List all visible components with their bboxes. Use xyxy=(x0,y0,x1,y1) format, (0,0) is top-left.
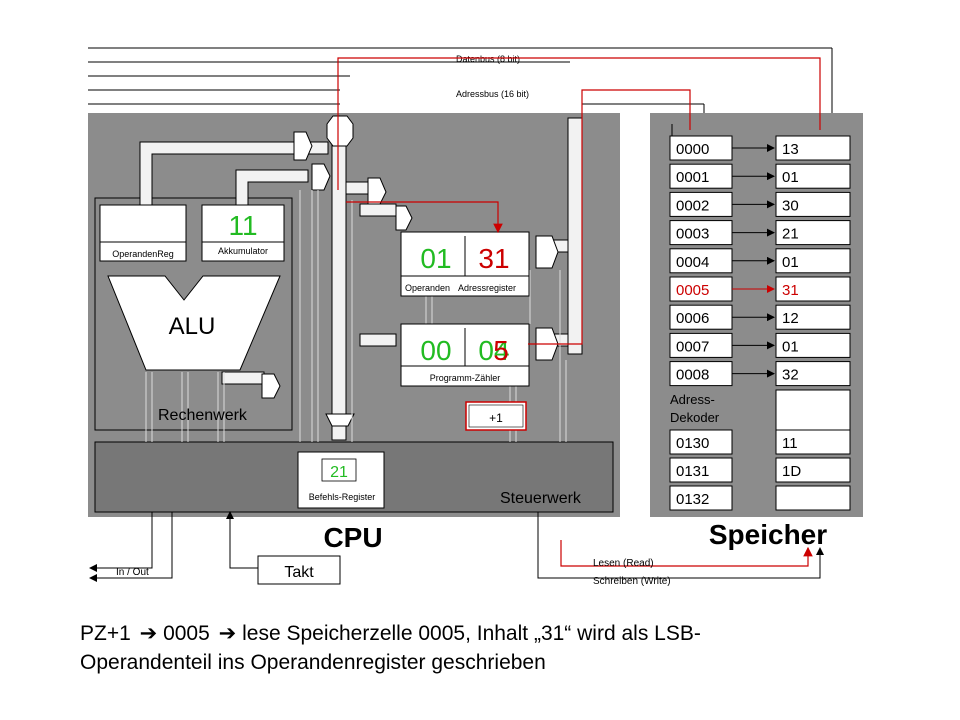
steuerwerk-label: Steuerwerk xyxy=(500,490,582,507)
memory-value-0004: 01 xyxy=(782,254,799,271)
memory-value-0008: 32 xyxy=(782,367,799,384)
memory-value-0001: 01 xyxy=(782,169,799,186)
oar-low-value: 31 xyxy=(478,243,509,274)
alu-shape xyxy=(107,275,281,371)
memory-address-0130-box xyxy=(669,429,733,455)
read-write-lines xyxy=(89,511,824,582)
increment-label: +1 xyxy=(489,411,503,425)
memory-address-0005: 0005 xyxy=(676,282,709,299)
memory-value-0002: 30 xyxy=(782,197,799,214)
memory-gap-box xyxy=(775,389,851,431)
memory-address-0004: 0004 xyxy=(676,254,709,271)
memory-title: Speicher xyxy=(709,519,827,550)
adressbus-label: Adressbus (16 bit) xyxy=(456,89,529,99)
memory-address-0008: 0008 xyxy=(676,367,709,384)
memory-address-0000-box xyxy=(669,135,733,161)
memory-value-0007: 01 xyxy=(782,338,799,355)
internal-buses xyxy=(139,117,583,441)
memory-address-0131-box xyxy=(669,457,733,483)
cpu-title: CPU xyxy=(323,522,382,553)
memory-value-0000: 13 xyxy=(782,141,799,158)
memory-address-0005-box xyxy=(669,276,733,302)
memory-value-0130-box xyxy=(775,429,851,455)
pc-low-old-value: 04 xyxy=(478,335,509,366)
memory-address-0003: 0003 xyxy=(676,226,709,243)
memory-value-0131-box xyxy=(775,457,851,483)
akkumulator-label: Akkumulator xyxy=(218,246,268,256)
memory-value-0007-box xyxy=(775,332,851,358)
operandenreg-box xyxy=(99,204,187,262)
inout-label: In / Out xyxy=(116,567,149,578)
memory-value-0132-box xyxy=(775,485,851,511)
pc-low-new-value: 5 xyxy=(493,335,509,366)
memory-address-0003-box xyxy=(669,220,733,246)
memory-address-0007-box xyxy=(669,332,733,358)
svg-text:PZ+1 ➔ 0005: PZ+1 ➔ 0005 ➔ lese Speicherzelle 0005, I… xyxy=(80,622,701,645)
takt-label: Takt xyxy=(284,564,314,581)
caption-line1-b: 0005 xyxy=(163,622,210,645)
memory-address-0130: 0130 xyxy=(676,435,709,452)
memory-value-0005-box xyxy=(775,276,851,302)
akkumulator-box xyxy=(201,204,285,262)
memory-value-0003-box xyxy=(775,220,851,246)
memory-value-0002-box xyxy=(775,191,851,217)
memory-address-0131: 0131 xyxy=(676,463,709,480)
memory-value-0000-box xyxy=(775,135,851,161)
oar-label-left: Operanden xyxy=(405,283,450,293)
takt-box xyxy=(257,555,341,585)
alu-label: ALU xyxy=(169,313,216,340)
memory-value-0004-box xyxy=(775,248,851,274)
memory-value-0130: 11 xyxy=(782,435,798,452)
caption-line2: Operandenteil ins Operandenregister gesc… xyxy=(80,651,546,674)
memory-value-0006: 12 xyxy=(782,310,799,327)
memory-address-0000: 0000 xyxy=(676,141,709,158)
lesen-label: Lesen (Read) xyxy=(593,558,654,569)
memory-value-0008-box xyxy=(775,361,851,387)
caption-line1-a: PZ+1 xyxy=(80,622,131,645)
befehls-label: Befehls-Register xyxy=(309,492,376,502)
memory-value-0001-box xyxy=(775,163,851,189)
increment-box xyxy=(465,401,527,431)
memory-address-0132: 0132 xyxy=(676,491,709,508)
memory-address-0006-box xyxy=(669,304,733,330)
memory-value-0003: 21 xyxy=(782,226,799,243)
memory-value-0006-box xyxy=(775,304,851,330)
datenbus-label: Datenbus (8 bit) xyxy=(456,54,520,64)
memory-address-0002: 0002 xyxy=(676,197,709,214)
akkumulator-value: 11 xyxy=(228,210,257,241)
memory-address-0007: 0007 xyxy=(676,338,709,355)
pc-label: Programm-Zähler xyxy=(430,373,501,383)
caption: PZ+1 ➔ 0005 ➔ lese Speicherzelle 0005, I… xyxy=(80,622,701,674)
memory-cells: 0000 13 0001 01 0002 30 0003 21 0004 01 0005 31 0006… xyxy=(669,124,851,511)
befehls-value: 21 xyxy=(330,464,348,481)
rechenwerk-label: Rechenwerk xyxy=(158,407,248,424)
decoder-label-2: Dekoder xyxy=(670,410,720,425)
memory-value-0005: 31 xyxy=(782,282,799,299)
caption-line1-c: lese Speicherzelle 0005, Inhalt „31“ wir… xyxy=(242,622,701,645)
schreiben-label: Schreiben (Write) xyxy=(593,576,671,587)
memory-address-0132-box xyxy=(669,485,733,511)
memory-address-0006: 0006 xyxy=(676,310,709,327)
memory-address-0001-box xyxy=(669,163,733,189)
oar-label-right: Adressregister xyxy=(458,283,516,293)
memory-value-0131: 1D xyxy=(782,463,801,480)
operandenreg-label: OperandenReg xyxy=(112,249,174,259)
memory-address-0002-box xyxy=(669,191,733,217)
oar-high-value: 01 xyxy=(420,243,451,274)
decoder-label-1: Adress- xyxy=(670,392,715,407)
memory-address-0001: 0001 xyxy=(676,169,709,186)
control-lines xyxy=(145,190,567,442)
pc-high-value: 00 xyxy=(420,335,451,366)
highlight-paths xyxy=(337,57,821,567)
